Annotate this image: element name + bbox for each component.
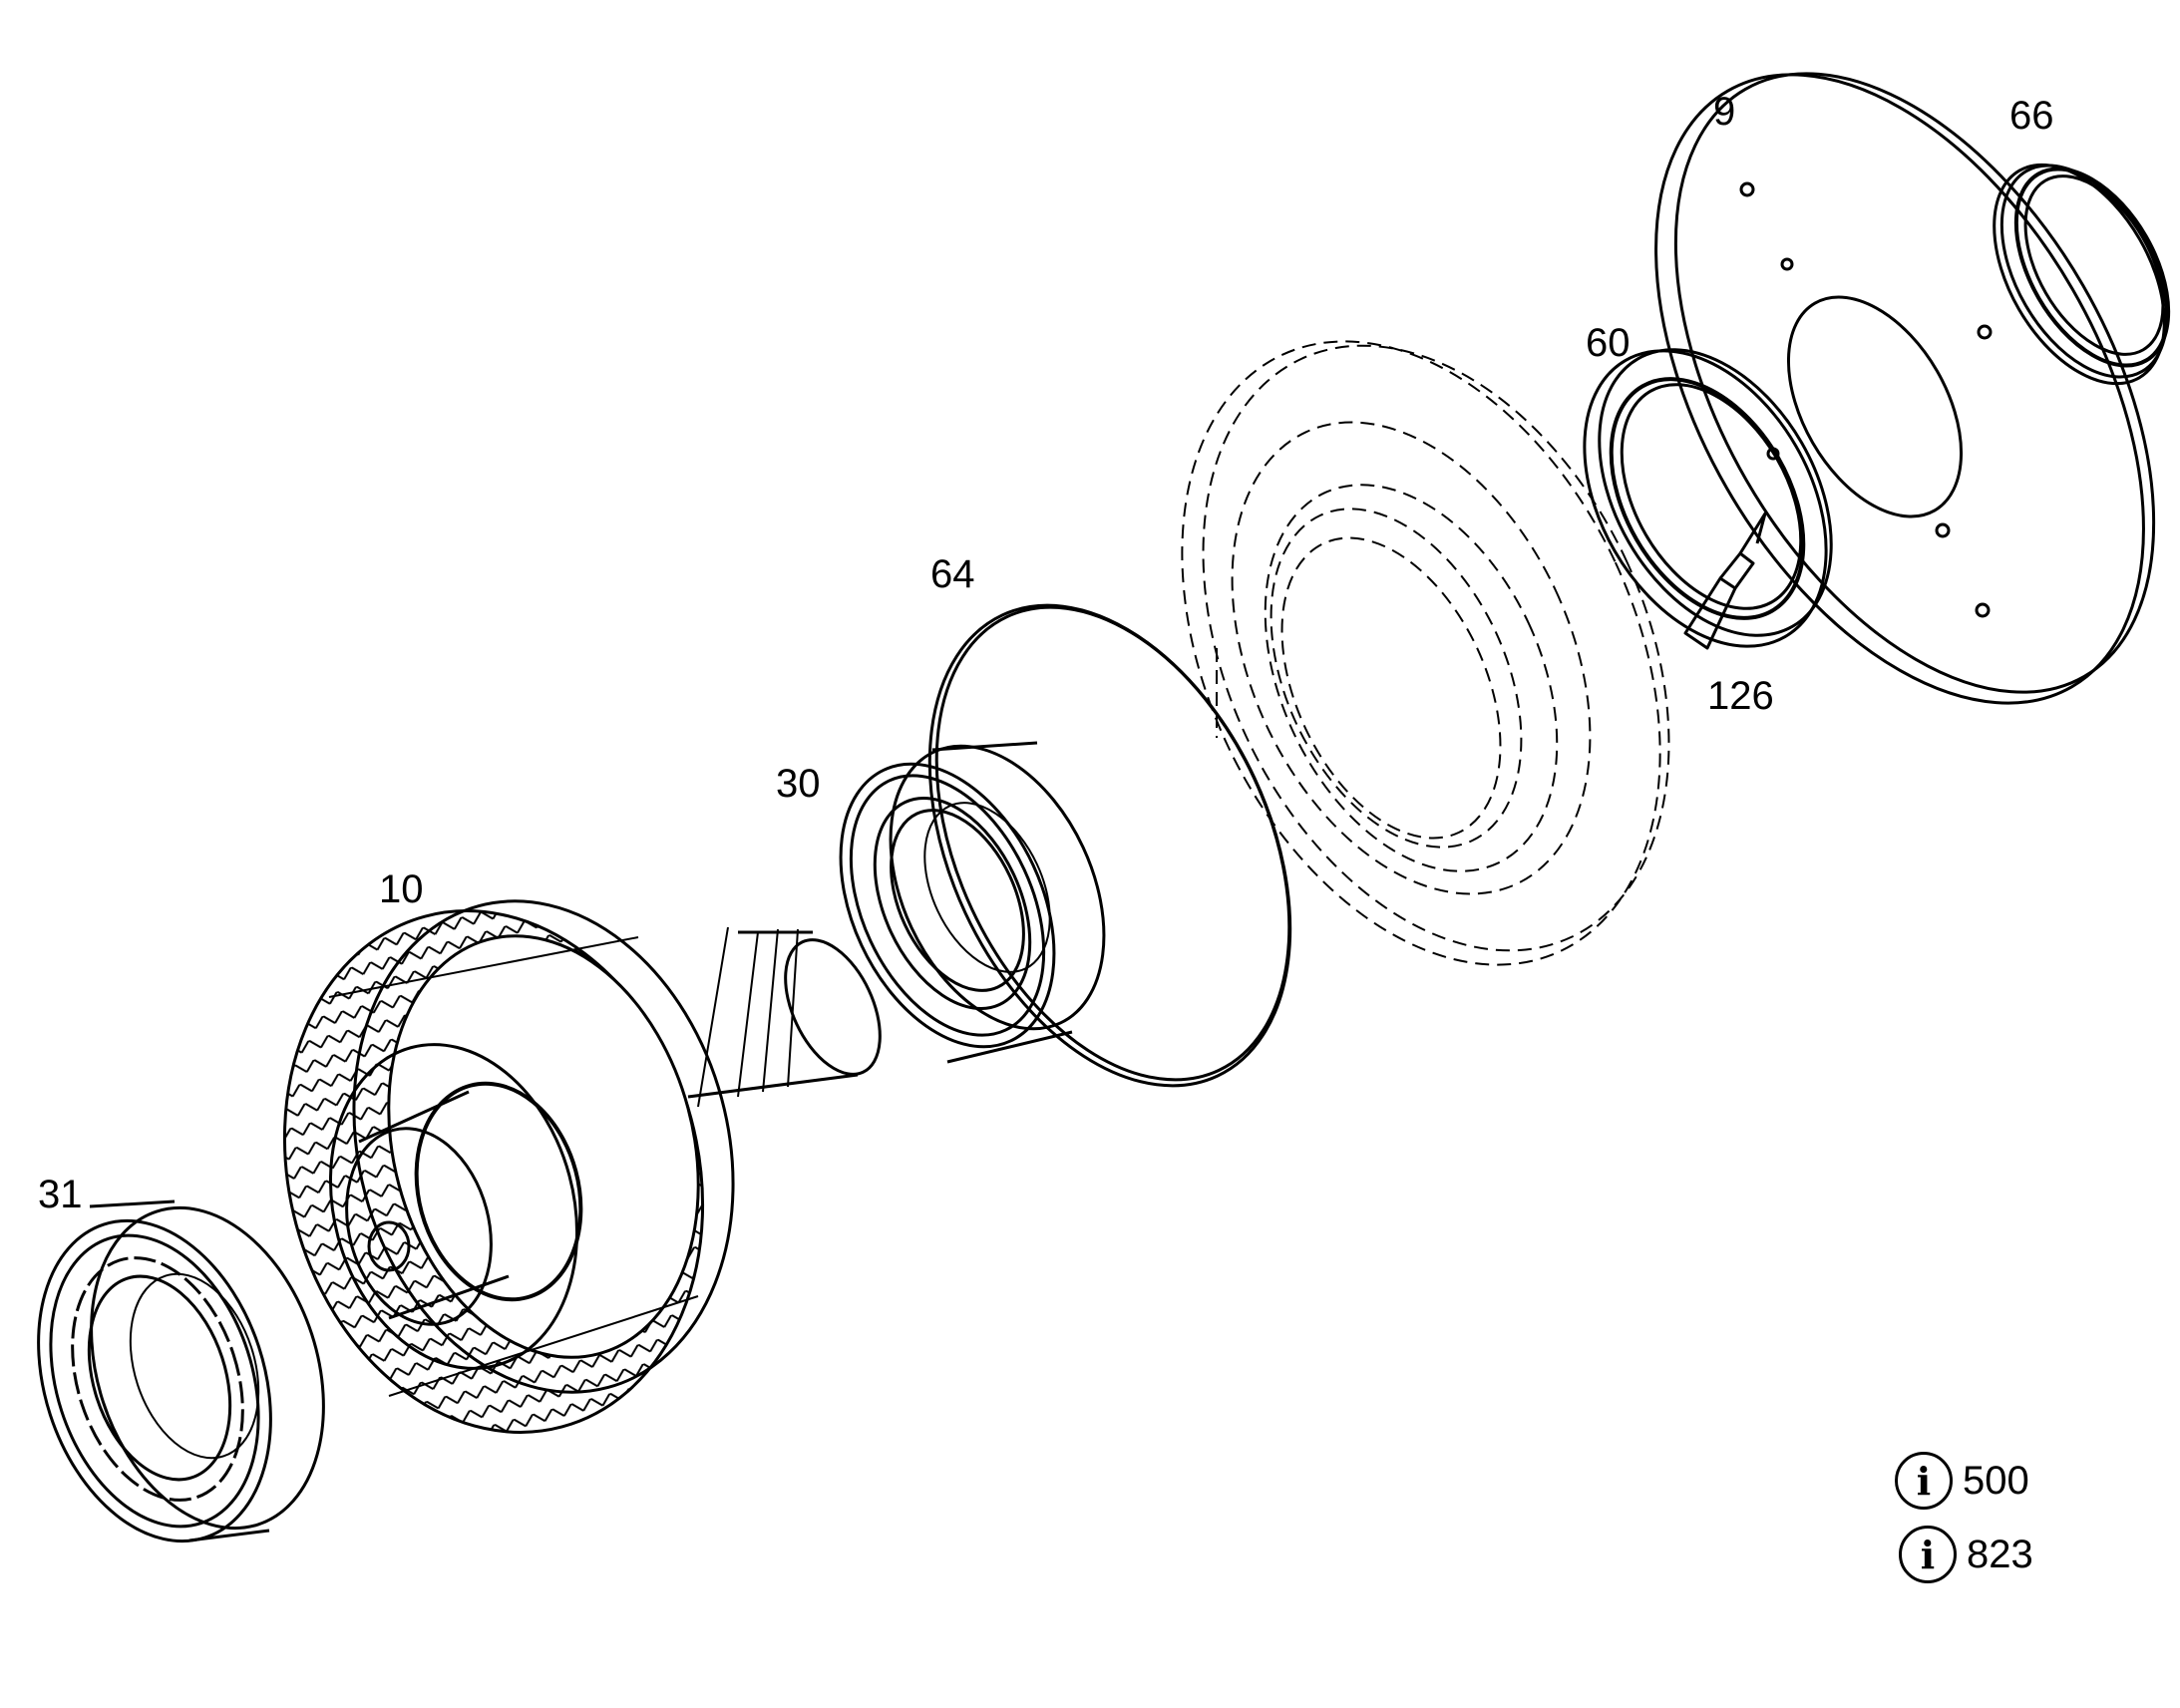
o-ring-64 [927,603,1292,1088]
callout-60: 60 [1586,321,1631,365]
callout-30: 30 [776,762,821,806]
info-reference-500[interactable]: i 500 [1895,1452,2029,1510]
callout-126: 126 [1707,674,1774,718]
callout-66: 66 [2009,94,2054,138]
callout-9: 9 [1713,90,1736,134]
cover-plate-9 [1654,72,2156,705]
callout-64: 64 [930,552,975,596]
info-reference-number: 823 [1967,1532,2033,1576]
callout-10: 10 [379,867,424,911]
info-reference-823[interactable]: i 823 [1899,1526,2033,1583]
grease-applicator-126 [1683,512,1767,650]
seal-ring-66 [1993,163,2171,386]
info-icon: i [1899,1526,1957,1583]
info-reference-number: 500 [1963,1458,2029,1503]
info-icon: i [1895,1452,1953,1510]
housing-phantom [1181,340,1670,966]
gear-shaft-10 [282,899,882,1434]
shaft-seal-60 [1583,348,1833,648]
bearing-31 [37,1199,325,1543]
callout-31: 31 [38,1173,83,1216]
bearing-30 [839,741,1106,1064]
